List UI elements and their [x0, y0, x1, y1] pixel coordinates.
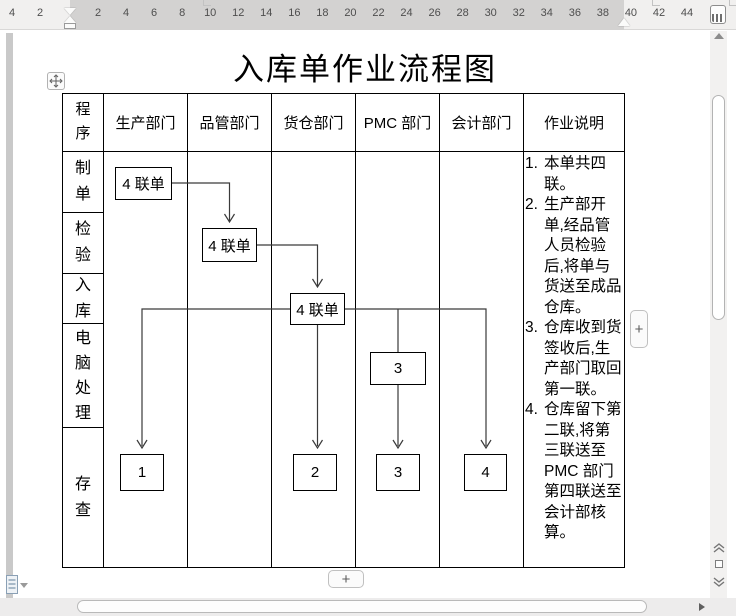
header-cell-accounting-dept[interactable]: 会计部门 — [451, 114, 512, 132]
ruler-number: 2 — [94, 7, 102, 19]
flow-box-4copy-warehouse[interactable]: 4 联单 — [290, 293, 345, 325]
window-fragment-mark — [203, 0, 211, 6]
previous-page-icon[interactable] — [713, 543, 725, 553]
ruler-number: 30 — [484, 7, 497, 19]
ruler-active-region — [70, 0, 624, 30]
row-label-archive[interactable]: 存查 — [74, 475, 91, 519]
add-column-button[interactable]: + — [630, 310, 648, 348]
flow-box-copy3-pmc[interactable]: 3 — [370, 352, 426, 385]
flow-box-4copy-production[interactable]: 4 联单 — [115, 167, 172, 200]
ruler-number: 4 — [8, 7, 16, 19]
note-item: 4. 仓库留下第二联,将第三联送至 PMC 部门第四联送至会计部核算。 — [525, 401, 622, 541]
ruler-number: 14 — [260, 7, 273, 19]
note-item: 3. 仓库收到货签收后,生产部门取回第一联。 — [525, 319, 622, 398]
header-cell-procedure[interactable]: 程序 — [75, 101, 91, 142]
header-cell-instructions[interactable]: 作业说明 — [543, 114, 604, 132]
flow-box-copy3-archive[interactable]: 3 — [376, 454, 420, 491]
window-fragment-mark — [729, 0, 736, 6]
ruler-number: 12 — [232, 7, 245, 19]
hanging-indent-marker[interactable] — [64, 16, 76, 23]
move-cross-icon — [49, 74, 63, 88]
ruler-number: 8 — [179, 7, 186, 19]
ruler-number: 38 — [596, 7, 610, 19]
window-fragment-mark — [652, 0, 660, 6]
ruler-number: 32 — [512, 7, 525, 19]
ruler-number: 20 — [344, 7, 357, 19]
ruler-number: 36 — [568, 7, 581, 19]
ruler-number: 2 — [36, 7, 44, 19]
flow-box-4copy-qc[interactable]: 4 联单 — [202, 228, 257, 262]
ruler-number: 44 — [680, 7, 694, 19]
page-edge-strip — [6, 33, 13, 598]
ruler-number: 18 — [316, 7, 329, 19]
ruler-number: 40 — [624, 7, 638, 19]
note-item: 1. 本单共四联。 — [525, 155, 607, 193]
flow-box-copy2-archive[interactable]: 2 — [293, 454, 337, 491]
flow-box-copy4-archive[interactable]: 4 — [464, 454, 507, 491]
vertical-scrollbar-thumb[interactable] — [712, 95, 725, 320]
header-cell-qc-dept[interactable]: 品管部门 — [199, 114, 260, 132]
select-browse-object-icon[interactable] — [715, 560, 723, 568]
ruler-number: 42 — [652, 7, 666, 19]
ruler-number: 10 — [204, 7, 217, 19]
flow-box-copy1-archive[interactable]: 1 — [120, 454, 164, 491]
right-indent-marker[interactable] — [618, 18, 630, 26]
left-indent-marker[interactable] — [64, 23, 76, 29]
scroll-up-arrow-icon[interactable] — [714, 33, 724, 39]
horizontal-scrollbar-thumb[interactable] — [77, 600, 647, 613]
next-page-icon[interactable] — [713, 577, 725, 587]
page-title[interactable]: 入库单作业流程图 — [233, 52, 497, 87]
instructions-cell[interactable]: 1. 本单共四联。 2. 生产部开单,经品管人员检验后,将单与货送至成品仓库。 … — [525, 154, 624, 566]
header-cell-warehouse-dept[interactable]: 货仓部门 — [283, 114, 344, 132]
page-tool-icon[interactable] — [6, 575, 18, 594]
header-cell-pmc-dept[interactable]: PMC 部门 — [363, 114, 432, 132]
row-label-warehouse-in[interactable]: 入库 — [74, 276, 91, 320]
row-label-computer-processing[interactable]: 电脑处理 — [74, 329, 91, 422]
ruler-number: 22 — [372, 7, 385, 19]
add-row-button[interactable]: + — [328, 570, 364, 588]
table-move-handle-icon[interactable] — [47, 72, 65, 90]
header-cell-production-dept[interactable]: 生产部门 — [115, 114, 176, 132]
row-label-create-form[interactable]: 制单 — [74, 160, 91, 203]
ruler-number: 34 — [540, 7, 553, 19]
ruler-number: 16 — [288, 7, 301, 19]
ruler-number: 6 — [151, 7, 158, 19]
note-item: 2. 生产部开单,经品管人员检验后,将单与货送至成品仓库。 — [525, 196, 622, 316]
ruler-number: 4 — [122, 7, 130, 19]
chevron-down-icon[interactable] — [20, 583, 28, 588]
ruler-number: 26 — [428, 7, 441, 19]
ruler-number: 28 — [456, 7, 469, 19]
first-line-indent-marker[interactable] — [64, 8, 76, 15]
ruler-number: 24 — [400, 7, 413, 19]
scroll-right-arrow-icon[interactable] — [699, 603, 705, 611]
row-label-inspection[interactable]: 检验 — [74, 221, 91, 264]
ruler-toggle-icon[interactable] — [710, 5, 726, 24]
